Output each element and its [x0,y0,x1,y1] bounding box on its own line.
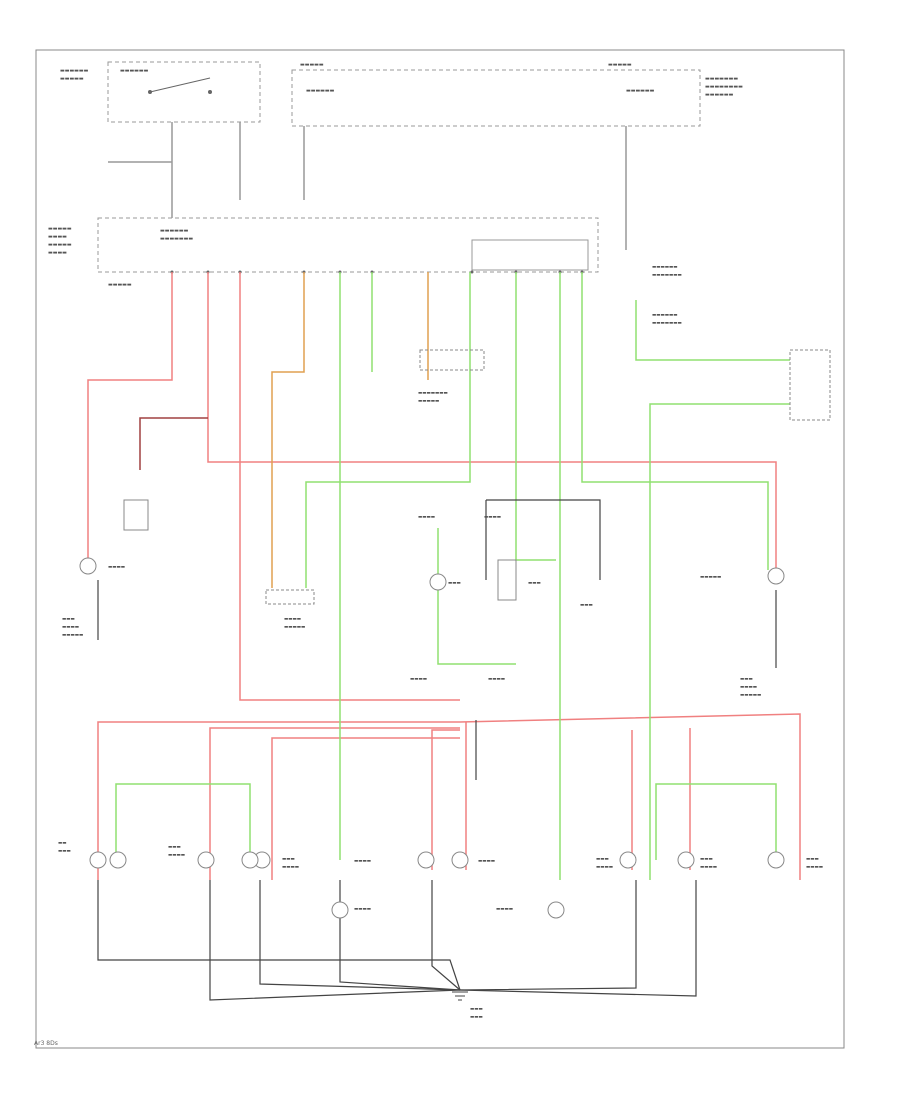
bulb-icon [767,567,785,585]
svg-text:▬▬▬: ▬▬▬ [62,617,75,622]
svg-text:▬▬▬▬▬: ▬▬▬▬▬ [608,62,632,68]
svg-text:▬▬▬▬▬: ▬▬▬▬▬ [700,575,721,580]
bulb-icon [677,851,695,869]
svg-text:▬▬▬: ▬▬▬ [470,1007,483,1012]
svg-text:▬▬▬▬▬▬: ▬▬▬▬▬▬ [652,313,678,318]
svg-text:▬▬▬: ▬▬▬ [596,857,609,862]
svg-text:▬▬▬▬: ▬▬▬▬ [108,565,125,570]
footer-code: Ar3 8Ds [34,1040,58,1047]
ground-wires [97,499,777,1001]
svg-text:▬▬▬▬▬▬▬: ▬▬▬▬▬▬▬ [652,321,682,326]
svg-text:▬▬▬▬▬: ▬▬▬▬▬ [62,633,83,638]
svg-text:▬▬▬: ▬▬▬ [282,857,295,862]
bulb-icon [767,851,785,869]
svg-text:▬▬▬▬▬▬▬: ▬▬▬▬▬▬▬ [418,391,448,396]
bulb-icon [89,851,107,869]
bulb-icon [451,851,469,869]
svg-text:▬▬▬▬▬▬▬: ▬▬▬▬▬▬▬ [160,236,193,242]
svg-text:▬▬▬: ▬▬▬ [58,849,71,854]
bulb-icon [429,573,447,591]
svg-text:▬▬▬▬: ▬▬▬▬ [488,677,505,682]
svg-text:▬▬▬▬▬▬: ▬▬▬▬▬▬ [626,88,655,94]
svg-text:▬▬▬▬▬: ▬▬▬▬▬ [418,399,439,404]
svg-text:▬▬▬▬▬▬: ▬▬▬▬▬▬ [705,92,734,98]
svg-text:▬▬▬▬: ▬▬▬▬ [484,515,501,520]
svg-text:▬▬▬▬: ▬▬▬▬ [700,865,717,870]
switch-boxes [123,349,831,605]
bulb-icon [331,901,349,919]
top-wires [108,122,627,250]
ground-icon [452,991,468,1001]
svg-text:▬▬▬▬▬▬: ▬▬▬▬▬▬ [160,228,189,234]
red-wires [87,272,801,880]
top-left-switch: ▬▬▬▬▬▬ ▬▬▬▬▬ ▬▬▬▬▬▬ [60,61,261,123]
svg-text:▬▬▬▬▬: ▬▬▬▬▬ [740,693,761,698]
svg-text:▬▬▬▬▬▬: ▬▬▬▬▬▬ [120,68,149,74]
svg-text:▬▬▬▬▬: ▬▬▬▬▬ [284,625,305,630]
svg-text:▬▬▬▬▬▬▬: ▬▬▬▬▬▬▬ [652,273,682,278]
svg-text:▬▬▬▬: ▬▬▬▬ [496,907,513,912]
svg-text:▬▬▬: ▬▬▬ [700,857,713,862]
svg-text:▬▬▬▬: ▬▬▬▬ [806,865,823,870]
label-marks: ▬▬▬▬▬▬▬▬▬▬▬▬ ▬▬▬▬▬▬▬▬▬▬▬▬ ▬▬▬▬▬▬▬▬▬ ▬▬▬▬… [58,265,823,1020]
svg-text:▬▬▬▬▬▬▬▬: ▬▬▬▬▬▬▬▬ [705,84,743,90]
bulb-icon [619,851,637,869]
main-module: ▬▬▬▬▬ ▬▬▬▬ ▬▬▬▬▬ ▬▬▬▬ ▬▬▬▬▬▬ ▬▬▬▬▬▬▬ ▬▬▬… [48,217,599,288]
top-center-module: ▬▬▬▬▬ ▬▬▬▬▬ ▬▬▬▬▬▬ ▬▬▬▬▬▬ ▬▬▬▬▬▬▬ ▬▬▬▬▬▬… [291,62,743,127]
bulb-icon [417,851,435,869]
bulb-icon [547,901,565,919]
svg-text:▬▬▬▬: ▬▬▬▬ [740,685,757,690]
green-wires [115,272,790,880]
svg-text:▬▬▬▬: ▬▬▬▬ [354,907,371,912]
svg-text:▬▬▬▬▬▬: ▬▬▬▬▬▬ [652,265,678,270]
svg-text:▬▬▬▬: ▬▬▬▬ [48,234,67,240]
bulbs [79,557,785,919]
svg-text:▬▬▬▬: ▬▬▬▬ [168,853,185,858]
diagram-border [35,49,845,1049]
svg-text:▬▬▬: ▬▬▬ [168,845,181,850]
svg-text:▬▬▬: ▬▬▬ [470,1015,483,1020]
svg-text:▬▬▬: ▬▬▬ [740,677,753,682]
svg-text:▬▬▬▬▬: ▬▬▬▬▬ [48,242,72,248]
bulb-icon [109,851,127,869]
orange-wires [271,272,429,588]
svg-text:▬▬▬▬: ▬▬▬▬ [62,625,79,630]
svg-text:▬▬▬▬: ▬▬▬▬ [418,515,435,520]
svg-text:▬▬▬▬▬: ▬▬▬▬▬ [108,282,132,288]
svg-text:▬▬▬▬▬▬: ▬▬▬▬▬▬ [306,88,335,94]
svg-text:▬▬▬▬: ▬▬▬▬ [354,859,371,864]
svg-text:▬▬▬▬▬▬: ▬▬▬▬▬▬ [60,68,89,74]
svg-text:▬▬▬▬▬: ▬▬▬▬▬ [300,62,324,68]
svg-text:▬▬: ▬▬ [58,841,67,846]
bulb-icon [241,851,259,869]
svg-text:▬▬▬▬▬: ▬▬▬▬▬ [60,76,84,82]
svg-text:▬▬▬▬: ▬▬▬▬ [596,865,613,870]
svg-text:▬▬▬▬: ▬▬▬▬ [478,859,495,864]
svg-text:▬▬▬: ▬▬▬ [580,603,593,608]
svg-text:▬▬▬: ▬▬▬ [528,581,541,586]
dark-red-wires [139,417,208,470]
svg-text:▬▬▬▬▬: ▬▬▬▬▬ [48,226,72,232]
svg-text:▬▬▬▬: ▬▬▬▬ [48,250,67,256]
bulb-icon [79,557,97,575]
svg-text:▬▬▬▬: ▬▬▬▬ [410,677,427,682]
svg-text:▬▬▬: ▬▬▬ [448,581,461,586]
bulb-icon [197,851,215,869]
svg-text:▬▬▬▬: ▬▬▬▬ [284,617,301,622]
svg-text:▬▬▬: ▬▬▬ [806,857,819,862]
svg-text:▬▬▬▬: ▬▬▬▬ [282,865,299,870]
svg-text:▬▬▬▬▬▬▬: ▬▬▬▬▬▬▬ [705,76,738,82]
